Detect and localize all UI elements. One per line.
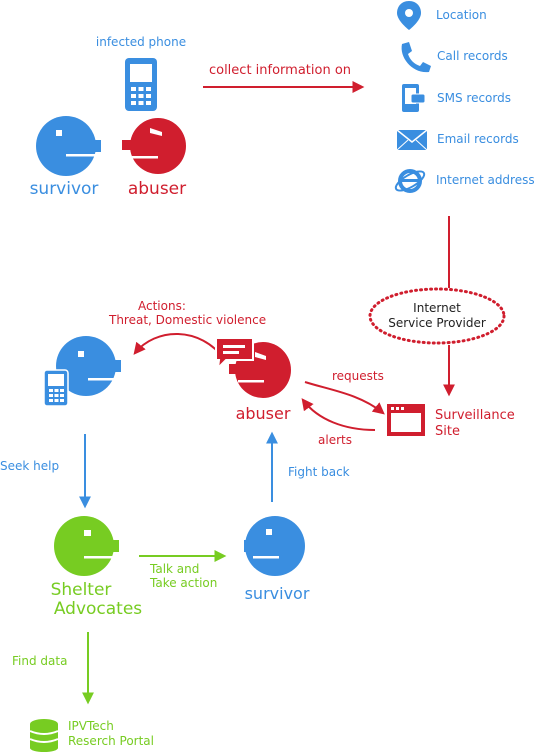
info-item-label-sms-records: SMS records: [437, 91, 511, 105]
info-item-label-email-records: Email records: [437, 132, 519, 146]
shelter-advocate-head: [54, 516, 119, 576]
surveillance-label-line1: Surveillance: [435, 408, 515, 423]
info-item-label-location: Location: [436, 8, 487, 22]
database-icon: [29, 719, 59, 752]
seek-help-label: Seek help: [0, 459, 59, 473]
survivor-head-bottom: [244, 516, 305, 576]
info-item-label-call-records: Call records: [437, 49, 508, 63]
alerts-label: alerts: [318, 433, 352, 447]
survivor-label-bottom: survivor: [245, 584, 310, 603]
isp-label-line1: Internet: [413, 301, 461, 315]
actions-label-line1: Actions:: [138, 299, 186, 313]
alerts-arrow: [301, 398, 376, 431]
actions-label-line2: Threat, Domestic violence: [108, 313, 266, 327]
requests-arrow: [304, 381, 385, 415]
talk-label-line2: Take action: [149, 576, 217, 590]
survivor-head-middle: [56, 336, 121, 396]
fight-back-label: Fight back: [288, 465, 350, 479]
abuser-label-middle: abuser: [236, 404, 291, 423]
sms-phone-icon: [402, 84, 426, 112]
abuser-label-top: abuser: [128, 179, 186, 199]
phone-icon-middle: [43, 369, 69, 407]
isp-ellipse: [368, 287, 506, 345]
location-pin-icon: [397, 1, 421, 30]
surveillance-label-line2: Site: [435, 424, 460, 439]
chat-bubble-icon: [215, 337, 254, 371]
requests-label: requests: [332, 369, 384, 383]
browser-window-icon: [387, 404, 425, 436]
infected-phone-label: infected phone: [96, 35, 186, 49]
isp-label-line2: Service Provider: [388, 316, 486, 330]
survivor-head-top: [36, 116, 101, 176]
info-item-label-internet-address: Internet address: [436, 173, 535, 187]
abuser-head-top: [122, 118, 186, 174]
portal-label-line2: Reserch Portal: [68, 734, 154, 748]
portal-label-line1: IPVTech: [68, 719, 114, 733]
find-data-label: Find data: [12, 654, 67, 668]
envelope-icon: [396, 129, 428, 151]
actions-arrow: [133, 333, 226, 361]
collect-info-label: collect information on: [209, 63, 351, 78]
shelter-label-line2: Advocates: [54, 599, 142, 619]
shelter-label-line1: Shelter: [51, 580, 112, 600]
phone-handset-icon: [401, 42, 431, 73]
survivor-label-top: survivor: [30, 179, 99, 199]
internet-explorer-icon: [394, 169, 426, 193]
infected-phone-icon: [125, 58, 157, 111]
talk-label-line1: Talk and: [149, 562, 199, 576]
